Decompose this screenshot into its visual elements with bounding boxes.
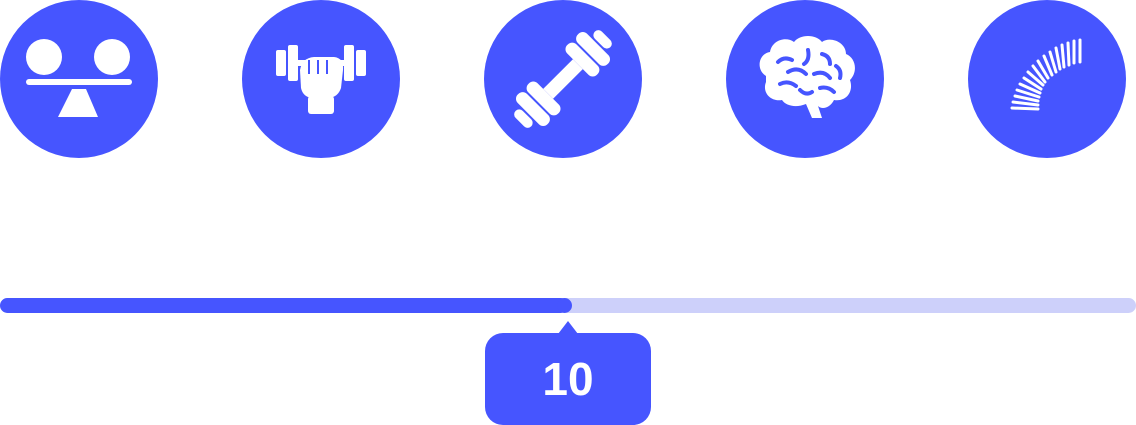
slider-value-label: 10 xyxy=(542,353,594,405)
brain-icon[interactable] xyxy=(726,0,884,158)
brain-glyph xyxy=(759,36,855,118)
value-slider[interactable] xyxy=(0,296,1136,316)
balance-glyph xyxy=(26,39,132,117)
spring-icon[interactable] xyxy=(968,0,1126,158)
slider-value-tooltip: 10 xyxy=(485,321,651,425)
dumbbell-glyph xyxy=(514,30,612,128)
tooltip-pointer xyxy=(558,321,578,334)
slider-fill xyxy=(0,298,568,313)
fist-dumbbell-glyph xyxy=(276,45,366,114)
slider-thumb[interactable] xyxy=(557,298,572,313)
fist-dumbbell-icon[interactable] xyxy=(242,0,400,158)
category-icon-row xyxy=(0,0,1136,160)
dumbbell-icon[interactable] xyxy=(484,0,642,158)
balance-icon[interactable] xyxy=(0,0,158,158)
spring-glyph xyxy=(1010,38,1082,111)
